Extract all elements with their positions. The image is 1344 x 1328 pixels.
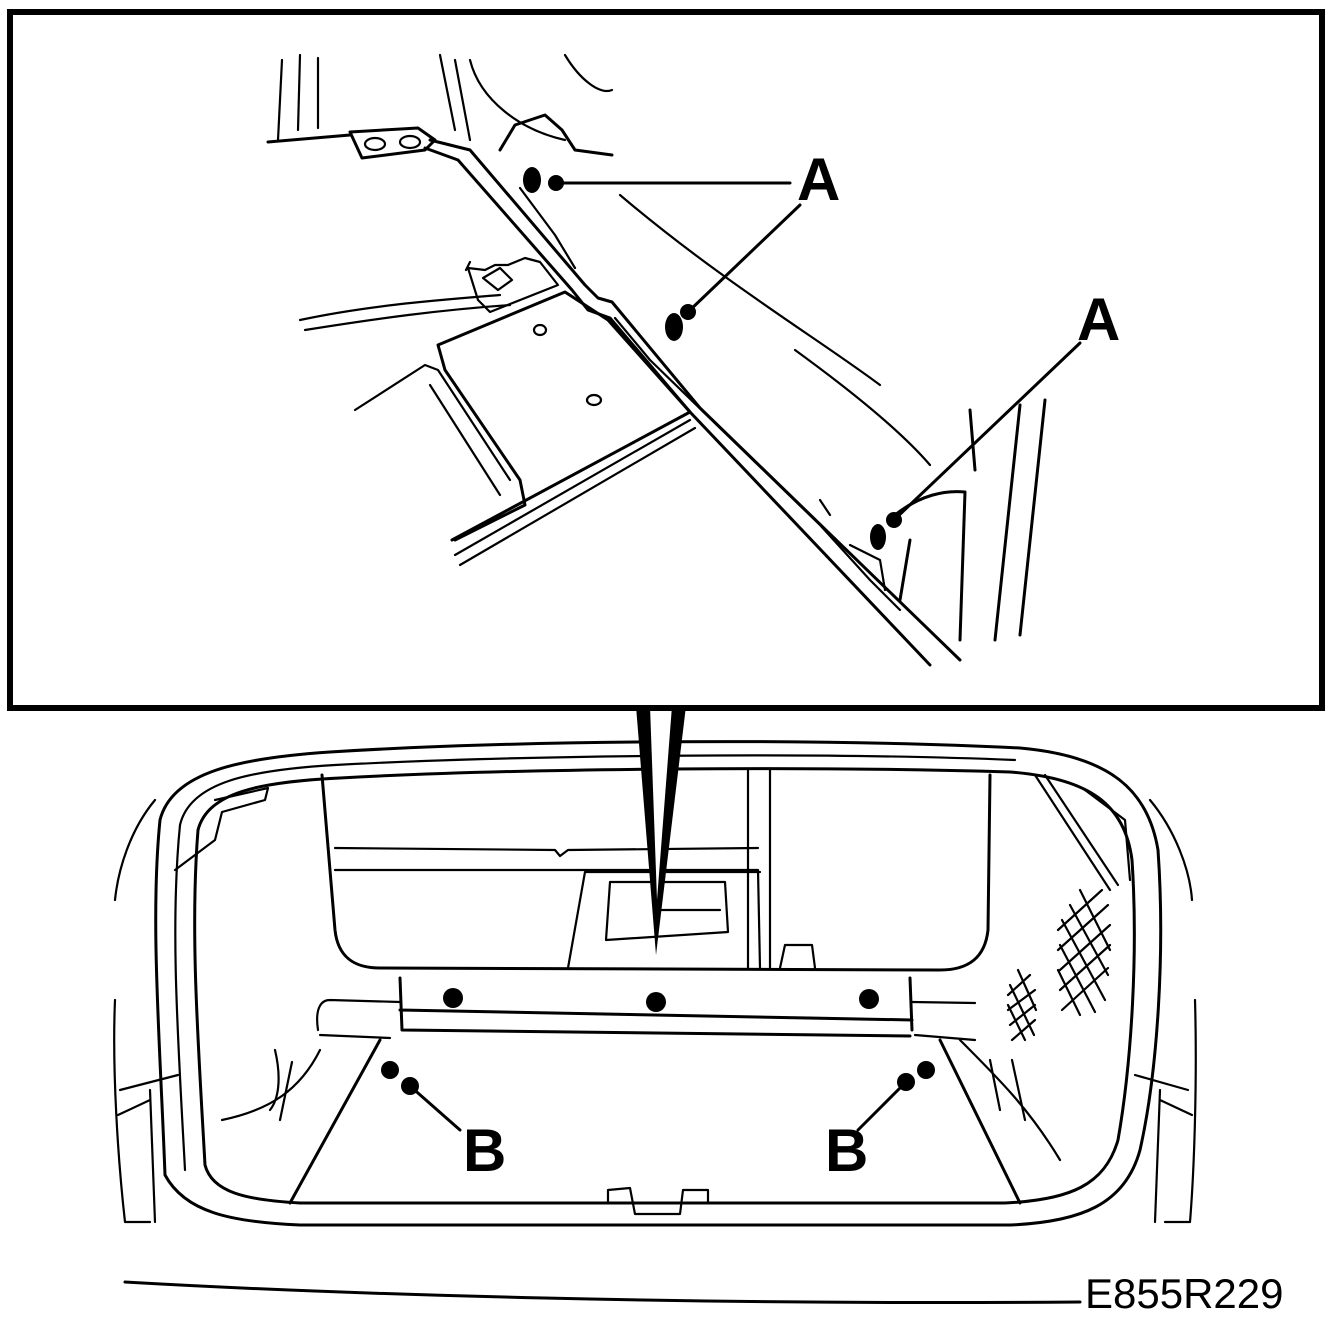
cross-member-right-edge xyxy=(910,1000,977,1042)
left-wheelhouse xyxy=(220,1048,322,1122)
label-b-right: B xyxy=(825,1117,868,1184)
cross-member-left-edge xyxy=(316,998,402,1040)
detail-inset-drawing xyxy=(266,53,1082,667)
trunk-seal-line xyxy=(174,754,1017,1172)
panel-edge-middle xyxy=(793,348,932,467)
trunk-latch xyxy=(606,1186,710,1216)
speaker-grille-small xyxy=(1006,968,1038,1042)
pillar-bracket xyxy=(818,498,887,592)
trunk-opening-outline xyxy=(154,740,1163,1227)
rear-window-opening xyxy=(320,773,992,972)
leader-a3 xyxy=(892,341,1082,522)
floor-curve xyxy=(298,293,512,332)
rear-seat-top xyxy=(333,846,760,858)
left-body-detail xyxy=(116,1073,180,1224)
left-trim-line xyxy=(173,786,270,872)
tray-clip-detail xyxy=(481,266,514,292)
tray-hole-2 xyxy=(585,393,603,407)
tray-box xyxy=(436,290,692,542)
bracket-hole-right xyxy=(398,134,422,150)
drawing-code: E855R229 xyxy=(1085,1270,1284,1317)
right-trim-line xyxy=(1033,773,1132,892)
lower-bolt-left-outer xyxy=(381,1061,399,1079)
bracket-hole-left xyxy=(363,136,387,152)
trunk-floor-left-edge xyxy=(288,1038,382,1205)
trunk-opening-inner-seal xyxy=(193,767,1136,1205)
right-pillar xyxy=(893,398,1047,642)
upper-bolt-right xyxy=(859,989,879,1009)
cross-member xyxy=(398,976,914,1038)
center-console xyxy=(566,870,762,970)
tray-box-inner xyxy=(353,363,697,567)
upper-bolt-left xyxy=(443,988,463,1008)
panel-edge-upper xyxy=(618,193,882,387)
bolt-a2-outer xyxy=(665,313,683,341)
left-body-panel xyxy=(113,798,157,1224)
upper-plate xyxy=(498,113,614,157)
bolt-a1-outer xyxy=(523,167,541,193)
label-a-right: A xyxy=(1077,286,1120,353)
upper-bolt-center xyxy=(646,992,666,1012)
bumper-line xyxy=(123,1280,1082,1305)
upper-pillar-lines xyxy=(276,53,614,142)
label-b-left: B xyxy=(463,1117,506,1184)
speaker-grille-large xyxy=(1056,888,1112,1017)
leader-b-right xyxy=(856,1080,908,1132)
label-a-upper: A xyxy=(797,146,840,213)
bolt-a3-outer xyxy=(870,524,886,550)
detail-inset-frame xyxy=(7,9,1325,711)
lower-bolt-right-outer xyxy=(917,1061,935,1079)
tray-hole-1 xyxy=(532,323,548,337)
right-wheelhouse xyxy=(958,1038,1062,1162)
upper-bracket xyxy=(266,126,437,160)
trunk-floor-right-edge xyxy=(938,1038,1022,1205)
leader-b-left xyxy=(408,1084,462,1132)
right-body-panel xyxy=(1148,798,1197,1224)
rear-seat-line xyxy=(333,768,772,970)
callout-pointer-inner xyxy=(650,706,672,900)
trunk-overview-drawing xyxy=(113,740,1197,1305)
right-body-detail xyxy=(1133,1073,1194,1224)
seat-bracket xyxy=(778,943,817,970)
rail-inner-line xyxy=(518,186,902,612)
leader-a2 xyxy=(686,203,802,314)
